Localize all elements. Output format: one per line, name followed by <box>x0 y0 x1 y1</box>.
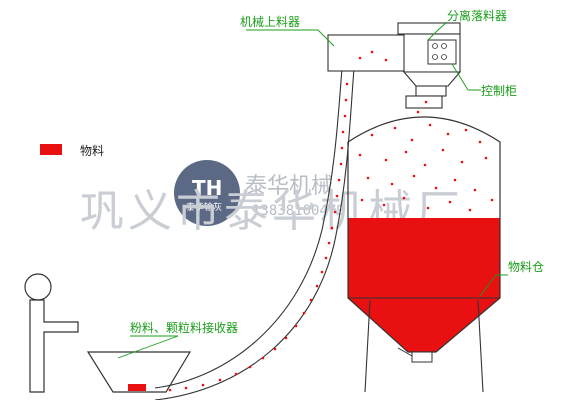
leader-lines <box>117 21 508 359</box>
control-cabinet <box>427 39 457 65</box>
label-receiver: 粉料、颗粒料接收器 <box>130 320 238 335</box>
silo <box>347 95 501 393</box>
label-lifter: 机械上料器 <box>240 14 300 29</box>
operator-figure <box>24 273 79 393</box>
watermark-phone: 13838100479 <box>252 203 345 219</box>
watermark-logo-text: TH <box>192 176 222 200</box>
legend-label: 物料 <box>80 144 104 158</box>
operator-head <box>24 273 52 301</box>
legend: 物料 <box>40 144 104 158</box>
silo-material <box>348 218 500 352</box>
lifter-material-dots <box>168 82 349 392</box>
watermark-logo-circle <box>174 160 240 226</box>
label-control-cabinet: 控制柜 <box>481 84 517 98</box>
receiver-hopper <box>86 351 192 393</box>
watermark-brand: 泰华机械 <box>245 174 333 199</box>
lifter-tube <box>154 67 355 400</box>
label-silo: 物料仓 <box>508 260 544 274</box>
watermark-logo-subtext: 泰华输灰 <box>186 201 222 213</box>
operator-body <box>29 299 79 393</box>
top-conveyor <box>327 34 413 72</box>
label-separator: 分离落料器 <box>447 8 507 23</box>
legend-swatch <box>40 144 62 155</box>
